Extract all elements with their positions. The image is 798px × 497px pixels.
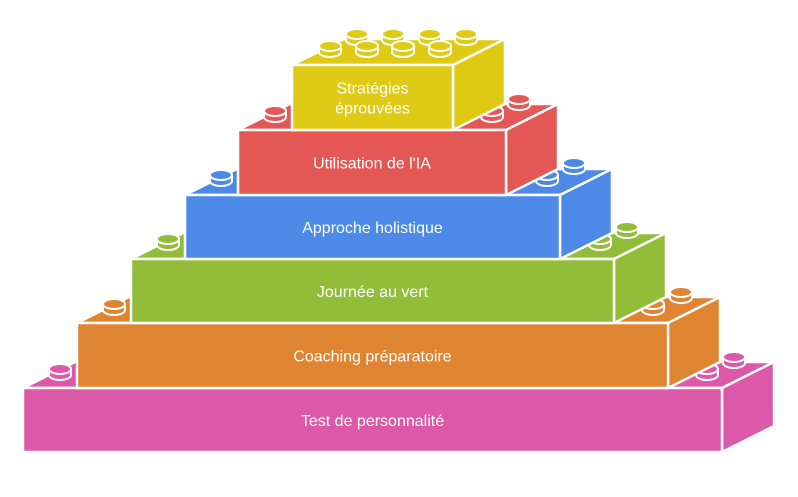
stud-icon: [428, 40, 452, 58]
brick-layer-1: Stratégies éprouvées: [290, 28, 507, 132]
layer-label: éprouvées: [335, 101, 410, 118]
stud-icon: [318, 40, 342, 58]
stud-icon: [391, 40, 415, 58]
layer-label: Approche holistique: [302, 220, 443, 237]
layer-label: Journée au vert: [317, 284, 429, 301]
stud-icon: [454, 28, 478, 46]
stud-icon: [263, 105, 287, 123]
stud-icon: [669, 286, 693, 304]
brick-front-face: [75, 321, 670, 390]
stud-icon: [355, 40, 379, 58]
brick-front-face: [129, 257, 616, 325]
stud-icon: [562, 157, 586, 175]
brick-front-face: [183, 193, 562, 261]
stud-icon: [48, 363, 72, 381]
layer-label: Utilisation de l'IA: [313, 156, 431, 173]
stud-icon: [507, 93, 531, 111]
layer-label: Test de personnalité: [301, 413, 444, 430]
stud-icon: [156, 233, 180, 251]
stud-icon: [722, 351, 746, 369]
stud-icon: [615, 221, 639, 239]
stud-icon: [209, 169, 233, 187]
stud-icon: [102, 298, 126, 316]
brick-front-face: [290, 63, 455, 132]
brick-front-face: [21, 386, 724, 454]
layer-label: Stratégies: [336, 81, 408, 98]
layer-label: Coaching préparatoire: [293, 349, 451, 366]
